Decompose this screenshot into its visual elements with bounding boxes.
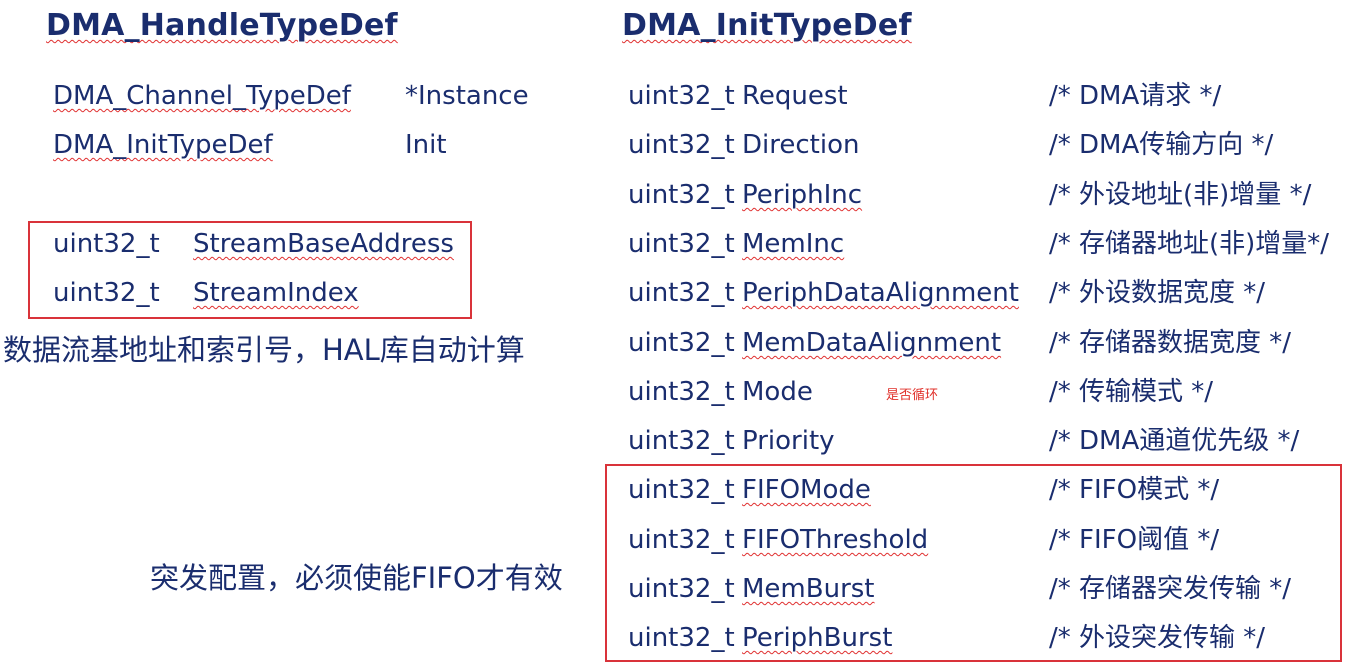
- init-field-comment: /* DMA通道优先级 */: [1049, 426, 1300, 456]
- init-field-type: uint32_t: [628, 475, 735, 505]
- init-field-comment: /* 存储器地址(非)增量*/: [1049, 229, 1330, 259]
- init-field-name: PeriphInc: [742, 180, 863, 210]
- handle-field-type: DMA_Channel_TypeDef: [53, 81, 351, 111]
- init-field-name: MemInc: [742, 229, 845, 259]
- init-field-name: Priority: [742, 426, 835, 456]
- init-field-name: PeriphBurst: [742, 623, 893, 653]
- init-field-name: FIFOThreshold: [742, 525, 929, 555]
- init-field-name: PeriphDataAlignment: [742, 278, 1019, 308]
- init-field-type: uint32_t: [628, 525, 735, 555]
- init-field-type: uint32_t: [628, 130, 735, 160]
- stream-fields-box: [28, 221, 472, 319]
- init-field-type: uint32_t: [628, 229, 735, 259]
- handle-field-name: *Instance: [405, 81, 529, 111]
- handle-field-name: StreamBaseAddress: [193, 229, 454, 259]
- handle-typedef-title: DMA_HandleTypeDef: [46, 8, 398, 43]
- init-field-name: FIFOMode: [742, 475, 871, 505]
- init-field-type: uint32_t: [628, 377, 735, 407]
- init-field-comment: /* FIFO阈值 */: [1049, 525, 1220, 555]
- init-field-comment: /* 外设地址(非)增量 */: [1049, 180, 1312, 210]
- handle-field-type: uint32_t: [53, 278, 160, 308]
- handle-field-type: uint32_t: [53, 229, 160, 259]
- init-field-type: uint32_t: [628, 328, 735, 358]
- burst-config-note: 突发配置，必须使能FIFO才有效: [150, 561, 563, 595]
- init-field-type: uint32_t: [628, 623, 735, 653]
- init-field-comment: /* FIFO模式 */: [1049, 475, 1220, 505]
- init-typedef-title: DMA_InitTypeDef: [622, 8, 912, 43]
- init-field-name: MemDataAlignment: [742, 328, 1002, 358]
- handle-field-type: DMA_InitTypeDef: [53, 130, 273, 160]
- fifo-burst-fields-box: [605, 464, 1342, 662]
- init-field-comment: /* DMA传输方向 */: [1049, 130, 1274, 160]
- init-field-comment: /* DMA请求 */: [1049, 81, 1222, 111]
- init-field-type: uint32_t: [628, 81, 735, 111]
- init-field-comment: /* 外设数据宽度 */: [1049, 278, 1266, 308]
- init-field-type: uint32_t: [628, 574, 735, 604]
- init-field-comment: /* 传输模式 */: [1049, 377, 1214, 407]
- init-field-type: uint32_t: [628, 180, 735, 210]
- mode-circular-note: 是否循环: [886, 388, 939, 403]
- init-field-name: Mode: [742, 377, 813, 407]
- handle-field-name: Init: [405, 130, 447, 160]
- init-field-name: Request: [742, 81, 848, 111]
- init-field-comment: /* 外设突发传输 */: [1049, 623, 1266, 653]
- stream-auto-calc-note: 数据流基地址和索引号，HAL库自动计算: [3, 333, 525, 367]
- init-field-name: MemBurst: [742, 574, 875, 604]
- handle-field-name: StreamIndex: [193, 278, 359, 308]
- init-field-comment: /* 存储器突发传输 */: [1049, 574, 1292, 604]
- init-field-type: uint32_t: [628, 278, 735, 308]
- init-field-comment: /* 存储器数据宽度 */: [1049, 328, 1292, 358]
- init-field-name: Direction: [742, 130, 860, 160]
- init-field-type: uint32_t: [628, 426, 735, 456]
